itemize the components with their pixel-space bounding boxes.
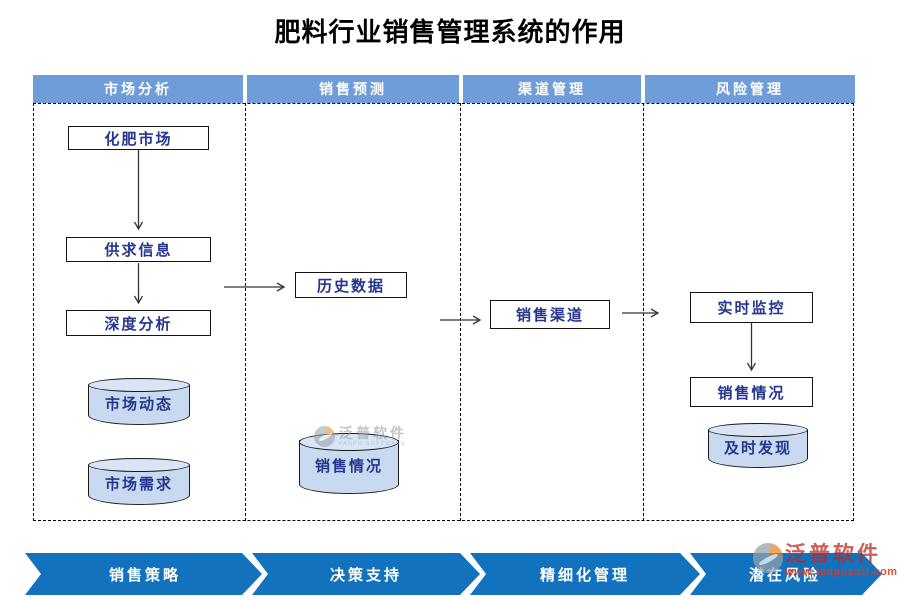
watermark-center: 泛普软件 FANPU SOFTWARE [314,426,407,447]
cylinder-label: 市场动态 [104,395,173,413]
watermark-subtext: FANPU SOFTWARE [339,441,407,447]
column-header-risk-mgmt: 风险管理 [645,75,855,103]
node-realtime-monitoring: 实时监控 [690,292,813,323]
lane-separator [245,103,246,521]
chevron-shape-decision-support [252,553,480,595]
node-sales-situation: 销售情况 [690,377,813,407]
cylinder-label: 及时发现 [723,439,792,457]
cylinder-top [88,378,190,392]
cylinder-market-demand: 市场需求 [88,458,190,505]
chevron-label-sales-strategy: 销售策略 [108,566,181,584]
node-deep-analysis: 深度分析 [66,310,211,336]
watermark-url: www.fanpusoft.com [785,566,898,578]
node-historical-data: 历史数据 [295,272,407,298]
cylinder-top [88,458,190,472]
cylinder-market-dynamics: 市场动态 [88,378,190,425]
diagram-frame [33,103,854,521]
lane-separator [460,103,461,521]
fanpu-logo-icon [314,426,335,447]
chevron-shape-potential-risk [690,553,882,595]
column-header-market-analysis: 市场分析 [33,75,243,103]
watermark-texts: 泛普软件 www.fanpusoft.com [785,543,898,578]
lane-separator [643,103,644,521]
chevron-shape-sales-strategy [25,553,262,595]
column-header-sales-forecast: 销售预测 [247,75,459,103]
fanpu-logo-icon [753,543,783,573]
watermark-corner: 泛普软件 www.fanpusoft.com [753,543,898,578]
cylinder-top [708,423,808,437]
chevron-label-refined-mgmt: 精细化管理 [539,566,630,584]
node-fertilizer-market: 化肥市场 [68,126,209,150]
column-header-channel-mgmt: 渠道管理 [463,75,641,103]
cylinder-timely-discovery: 及时发现 [708,423,808,468]
watermark-brand: 泛普软件 [785,543,881,566]
node-supply-demand-info: 供求信息 [66,237,211,262]
cylinder-label: 市场需求 [104,475,173,493]
watermark-brand: 泛普软件 [339,425,407,441]
node-sales-channel: 销售渠道 [490,300,610,329]
watermark-texts: 泛普软件 FANPU SOFTWARE [339,425,407,448]
chevron-shape-refined-mgmt [470,553,700,595]
cylinder-label: 销售情况 [314,457,383,475]
chevron-label-decision-support: 决策支持 [329,566,402,584]
page-title: 肥料行业销售管理系统的作用 [274,17,626,47]
